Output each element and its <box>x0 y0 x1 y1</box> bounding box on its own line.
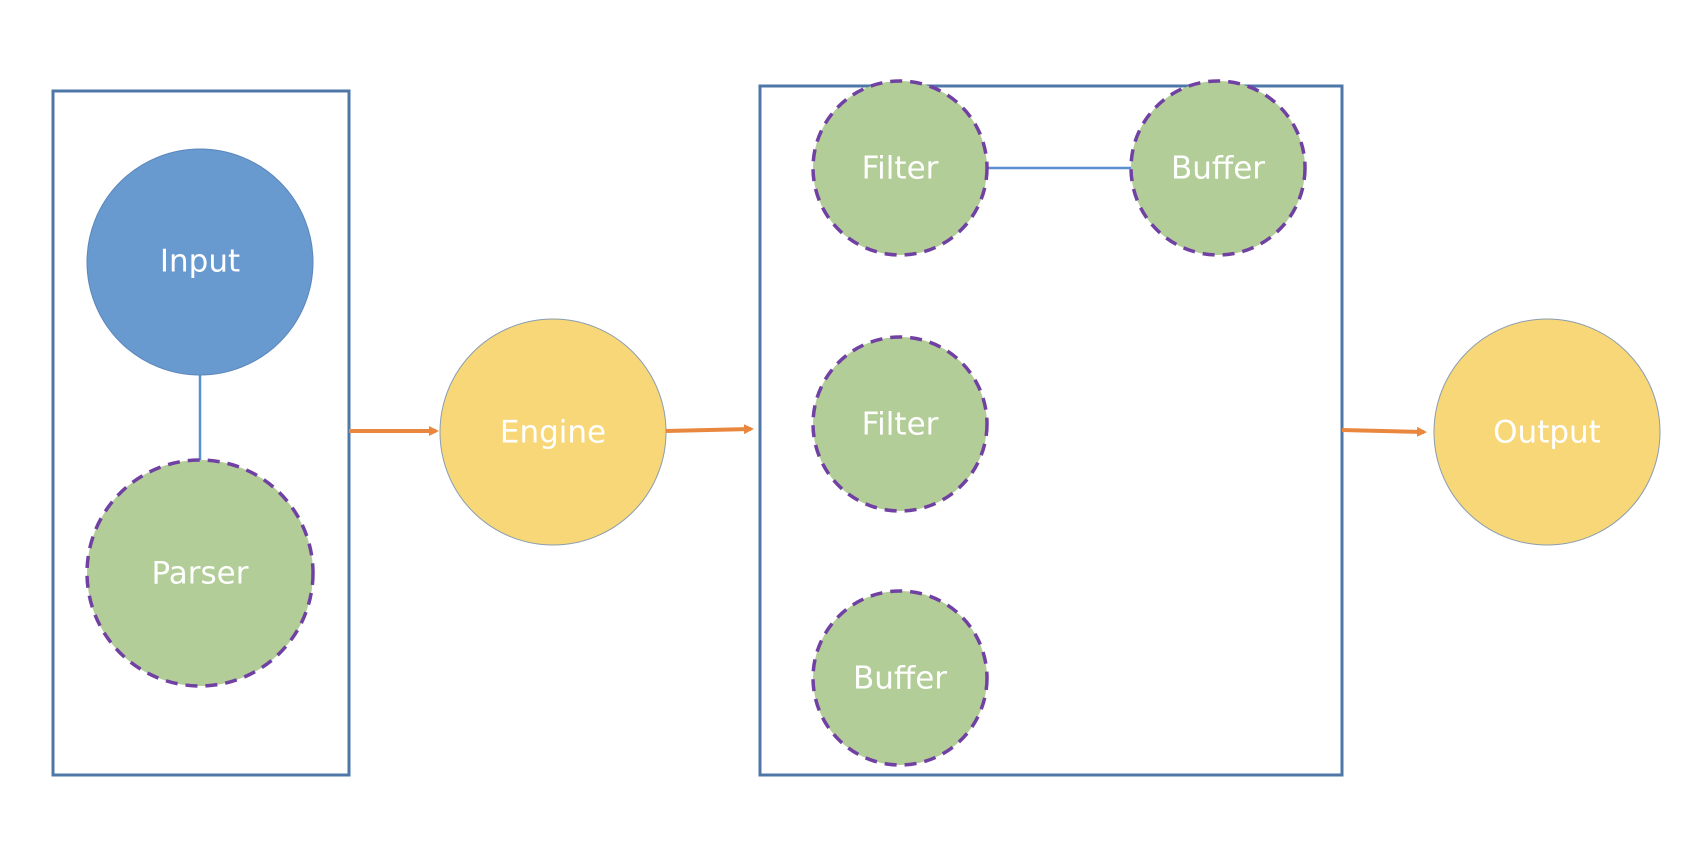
output-node: Output <box>1433 318 1661 546</box>
output-circle <box>1433 318 1661 546</box>
filter-label-top: Filter <box>862 151 939 187</box>
engine-circle <box>439 318 667 546</box>
parser-label: Parser <box>151 556 248 592</box>
parser-node: Parser <box>85 458 315 688</box>
arrow-to-processing <box>665 424 754 435</box>
buffer-node-top: Buffer <box>1129 79 1307 257</box>
filter-node-top: Filter <box>811 79 989 257</box>
buffer-node-bottom: Buffer <box>811 589 989 767</box>
input-node: Input <box>86 148 314 376</box>
filter-label-middle: Filter <box>862 407 939 443</box>
buffer-circle-bottom <box>811 589 989 767</box>
filter-circle-top <box>811 79 989 257</box>
input-label: Input <box>160 244 240 280</box>
output-label: Output <box>1493 415 1601 451</box>
parser-circle <box>85 458 315 688</box>
buffer-label-top: Buffer <box>1171 151 1265 187</box>
buffer-label-bottom: Buffer <box>853 661 947 697</box>
filter-node-middle: Filter <box>811 335 989 513</box>
engine-node: Engine <box>439 318 667 546</box>
input-circle <box>86 148 314 376</box>
arrow-to-output <box>1341 426 1427 437</box>
filter-circle-middle <box>811 335 989 513</box>
buffer-circle-top <box>1129 79 1307 257</box>
engine-label: Engine <box>500 415 606 451</box>
